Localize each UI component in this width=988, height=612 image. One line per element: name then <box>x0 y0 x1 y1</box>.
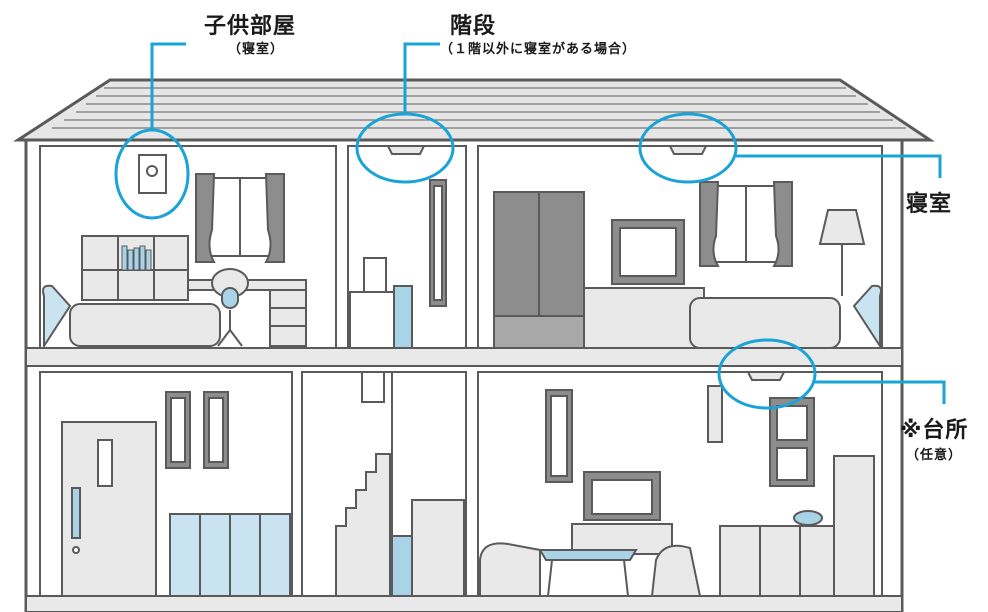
smoke-detector-icon <box>386 145 426 155</box>
callout-bedroom <box>736 154 942 178</box>
roof <box>12 78 935 142</box>
kids-room-furniture <box>42 154 307 350</box>
bedroom-furniture <box>493 181 882 350</box>
callout-kids-room <box>150 42 186 130</box>
label-stairs-sub: （１階以外に寝室がある場合） <box>440 42 637 57</box>
label-stairs: 階段 <box>450 14 497 39</box>
callout-kitchen <box>814 380 946 404</box>
floor-slab <box>25 347 903 367</box>
label-kids-room: 子供部屋 <box>204 14 297 39</box>
highlight-kitchen <box>717 338 817 410</box>
label-bedroom: 寝室 <box>906 192 953 217</box>
callout-stairs <box>403 42 440 114</box>
label-kitchen: ※台所 <box>900 418 969 443</box>
label-kids-room-sub: （寝室） <box>228 42 285 57</box>
entrance-fixtures <box>61 391 291 597</box>
highlight-bedroom <box>638 112 738 184</box>
staircase <box>335 371 465 597</box>
living-kitchen-furniture <box>479 385 875 597</box>
ground <box>25 595 903 612</box>
stairwell-upper-fixtures <box>349 179 447 349</box>
smoke-detector-icon <box>668 145 708 155</box>
label-kitchen-sub: （任意） <box>906 448 963 463</box>
smoke-detector-icon <box>746 371 786 381</box>
